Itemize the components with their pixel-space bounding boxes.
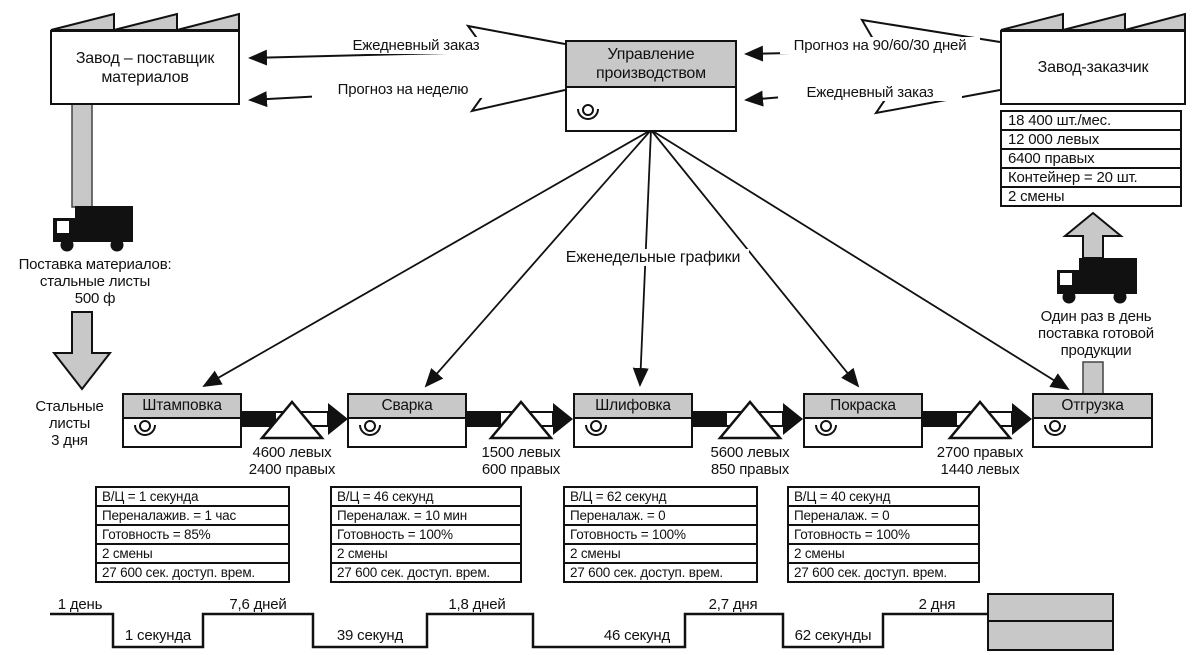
customer-factory-box: Завод-заказчик (1000, 30, 1186, 105)
inventory-triangle-icon-1 (259, 400, 325, 440)
schedule-arrow-painting (650, 129, 860, 388)
process-box-grinding: Шлифовка (573, 393, 693, 448)
production-control-box: Управление производством (565, 40, 737, 132)
process-name: Покраска (805, 395, 921, 419)
process-name: Отгрузка (1034, 395, 1151, 419)
operator-icon (574, 102, 602, 127)
customer-spec-row: 12 000 левых (1000, 129, 1182, 150)
timeline-line (50, 612, 988, 649)
process-box-shipping: Отгрузка (1032, 393, 1153, 448)
process-time-label-3: 46 секунд (603, 627, 671, 644)
inventory-label-1: 4600 левых 2400 правых (248, 444, 336, 478)
shipping-bar (1082, 361, 1104, 395)
schedule-arrow-stamping (202, 129, 652, 387)
finished-goods-up-arrow (1062, 211, 1124, 259)
timeline-summary-box (987, 593, 1114, 651)
process-time-label-1: 1 секунда (124, 627, 192, 644)
process-time-label-4: 62 секунды (794, 627, 872, 644)
material-down-arrow (51, 311, 113, 391)
schedule-arrow-welding (424, 129, 652, 388)
customer-spec-row: 18 400 шт./мес. (1000, 110, 1182, 131)
process-data-box-stamping: В/Ц = 1 секунда Переналажив. = 1 час Гот… (95, 486, 290, 583)
operator-icon (131, 418, 159, 443)
forecast-906030-label: Прогноз на 90/60/30 дней (780, 37, 980, 54)
customer-demand-table: 18 400 шт./мес. 12 000 левых 6400 правых… (1000, 110, 1182, 207)
operator-icon (812, 418, 840, 443)
supplier-factory-box: Завод – поставщик материалов (50, 30, 240, 105)
inventory-triangle-icon-4 (947, 400, 1013, 440)
weekly-schedules-label: Еженедельные графики (557, 249, 749, 266)
supplier-factory-roof-icon (50, 12, 240, 31)
supplier-material-bar (71, 102, 93, 208)
process-name: Сварка (349, 395, 465, 419)
inventory-label-3: 5600 левых 850 правых (710, 444, 790, 478)
daily-order-left-label: Ежедневный заказ (323, 37, 509, 54)
customer-title: Завод-заказчик (1037, 59, 1149, 76)
operator-icon (582, 418, 610, 443)
supplier-title: Завод – поставщик материалов (75, 49, 215, 86)
schedule-arrow-shipping (650, 129, 1070, 391)
process-box-stamping: Штамповка (122, 393, 242, 448)
inbound-truck-icon (53, 206, 133, 252)
lead-time-label-3: 1,8 дней (448, 596, 506, 613)
daily-order-right-label: Ежедневный заказ (778, 84, 962, 101)
process-data-box-grinding: В/Ц = 62 секунд Переналаж. = 0 Готовност… (563, 486, 758, 583)
customer-factory-roof-icon (1000, 12, 1186, 31)
lead-time-label-2: 7,6 дней (229, 596, 287, 613)
customer-spec-row: Контейнер = 20 шт. (1000, 167, 1182, 188)
process-box-painting: Покраска (803, 393, 923, 448)
outbound-delivery-note: Один раз в день поставка готовой продукц… (1038, 308, 1154, 359)
process-name: Шлифовка (575, 395, 691, 419)
operator-icon (1041, 418, 1069, 443)
raw-material-note: Стальные листы 3 дня (35, 398, 104, 449)
lead-time-label-4: 2,7 дня (708, 596, 758, 613)
process-data-box-painting: В/Ц = 40 секунд Переналаж. = 0 Готовност… (787, 486, 980, 583)
process-time-label-2: 39 секунд (336, 627, 404, 644)
customer-spec-row: 6400 правых (1000, 148, 1182, 169)
inbound-delivery-note: Поставка материалов: стальные листы 500 … (18, 256, 172, 307)
weekly-forecast-label: Прогноз на неделю (312, 81, 494, 98)
inventory-label-4: 2700 правых 1440 левых (936, 444, 1024, 478)
outbound-truck-icon (1057, 258, 1137, 304)
process-box-welding: Сварка (347, 393, 467, 448)
lead-time-label-1: 1 день (57, 596, 103, 613)
inventory-triangle-icon-3 (717, 400, 783, 440)
lead-time-label-5: 2 дня (918, 596, 956, 613)
inventory-triangle-icon-2 (488, 400, 554, 440)
customer-spec-row: 2 смены (1000, 186, 1182, 207)
process-name: Штамповка (124, 395, 240, 419)
operator-icon (356, 418, 384, 443)
process-data-box-welding: В/Ц = 46 секунд Переналаж. = 10 мин Гото… (330, 486, 522, 583)
inventory-label-2: 1500 левых 600 правых (481, 444, 561, 478)
production-control-title: Управление производством (567, 42, 735, 88)
